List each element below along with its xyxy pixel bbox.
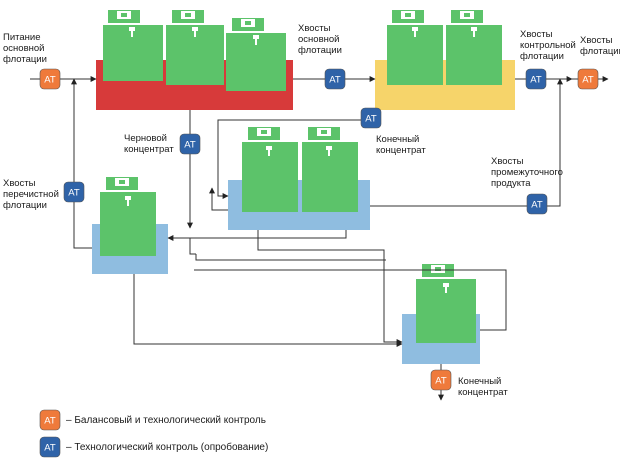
svg-text:AT: AT bbox=[530, 75, 542, 86]
svg-text:AT: AT bbox=[68, 188, 80, 199]
label-final-conc-2: Конечный концентрат bbox=[458, 376, 508, 398]
label-final-conc-1: Конечный концентрат bbox=[376, 134, 426, 156]
label-tails-flot: Хвосты флотации bbox=[580, 35, 620, 57]
label-tails-control: Хвосты контрольной флотации bbox=[520, 29, 576, 62]
svg-text:AT: AT bbox=[531, 200, 543, 211]
badge-final-conc-1[interactable]: AT bbox=[360, 107, 382, 129]
cleaner-flotation-cells bbox=[242, 127, 358, 212]
legend-badge-tech: AT bbox=[39, 436, 61, 458]
recleaner-flotation-cell bbox=[100, 177, 156, 256]
final-cleaner-cell bbox=[416, 264, 476, 343]
badge-tails-intermediate[interactable]: AT bbox=[526, 193, 548, 215]
badge-tails-cleaner[interactable]: AT bbox=[63, 181, 85, 203]
svg-text:AT: AT bbox=[435, 376, 447, 387]
legend-badge-balance: AT bbox=[39, 409, 61, 431]
label-tails-main: Хвосты основной флотации bbox=[298, 23, 342, 56]
label-tails-intermediate: Хвосты промежуточного продукта bbox=[491, 156, 563, 189]
main-flotation-cells bbox=[103, 10, 286, 91]
badge-final-conc-2[interactable]: AT bbox=[430, 369, 452, 391]
svg-text:AT: AT bbox=[44, 443, 56, 454]
badge-tails-control[interactable]: AT bbox=[525, 68, 547, 90]
legend-tech-text: – Технологический контроль (опробование) bbox=[66, 442, 269, 453]
svg-text:AT: AT bbox=[44, 75, 56, 86]
legend-balance-text: – Балансовый и технологический контроль bbox=[66, 415, 266, 426]
svg-text:AT: AT bbox=[44, 416, 56, 427]
svg-text:AT: AT bbox=[582, 75, 594, 86]
label-tails-cleaner: Хвосты перечистной флотации bbox=[3, 178, 59, 211]
label-feed: Питание основной флотации bbox=[3, 32, 47, 65]
badge-feed[interactable]: AT bbox=[39, 68, 61, 90]
svg-text:AT: AT bbox=[329, 75, 341, 86]
control-flotation-cells bbox=[387, 10, 502, 85]
badge-tails-flot[interactable]: AT bbox=[577, 68, 599, 90]
label-rough-conc: Черновой концентрат bbox=[124, 133, 174, 155]
badge-rough-conc[interactable]: AT bbox=[179, 133, 201, 155]
svg-text:AT: AT bbox=[365, 114, 377, 125]
svg-text:AT: AT bbox=[184, 140, 196, 151]
badge-tails-main[interactable]: AT bbox=[324, 68, 346, 90]
